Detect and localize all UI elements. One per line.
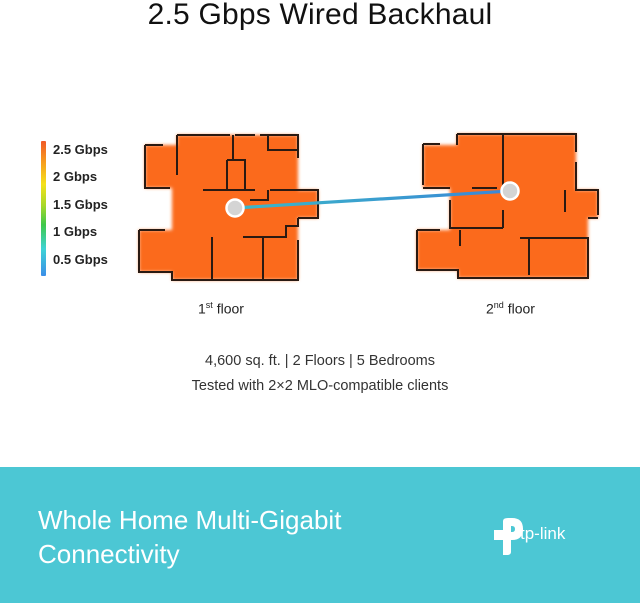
router-node-floor-1 bbox=[225, 198, 245, 218]
floor-text: floor bbox=[216, 300, 244, 317]
floor-number: 1 bbox=[198, 300, 206, 317]
home-specs: 4,600 sq. ft. | 2 Floors | 5 Bedrooms bbox=[205, 353, 435, 369]
floor-label-2: 2nd floor bbox=[486, 300, 535, 317]
floor-ordinal-suffix: st bbox=[205, 300, 213, 310]
floor-number: 2 bbox=[486, 300, 494, 317]
tp-link-logo-icon bbox=[494, 518, 523, 555]
banner-line-1: Whole Home Multi-Gigabit bbox=[38, 505, 342, 535]
router-node-floor-2 bbox=[500, 181, 520, 201]
wired-backhaul-cable bbox=[234, 189, 511, 210]
brand-name: tp-link bbox=[520, 524, 566, 543]
floor-ordinal-suffix: nd bbox=[493, 300, 504, 310]
coverage-heatmap-floor-2 bbox=[417, 134, 598, 278]
floor-plan-2 bbox=[416, 133, 599, 279]
legend-label: 2.5 Gbps bbox=[53, 142, 108, 157]
floor-text: floor bbox=[507, 300, 535, 317]
banner: Whole Home Multi-Gigabit Connectivity bbox=[0, 467, 640, 603]
banner-line-2: Connectivity bbox=[38, 539, 180, 569]
legend-label: 2 Gbps bbox=[53, 169, 98, 184]
walls-floor-2 bbox=[416, 133, 599, 279]
legend-label: 0.5 Gbps bbox=[53, 252, 108, 267]
tp-link-logo: tp-link bbox=[494, 514, 614, 564]
legend-label: 1 Gbps bbox=[53, 224, 98, 239]
banner-tagline: Whole Home Multi-Gigabit Connectivity bbox=[38, 503, 341, 571]
legend-gradient-bar bbox=[41, 141, 46, 276]
floor-label-1: 1st floor bbox=[198, 300, 244, 317]
walls-floor-1 bbox=[138, 134, 319, 281]
page-title: 2.5 Gbps Wired Backhaul bbox=[147, 0, 493, 31]
test-note: Tested with 2×2 MLO-compatible clients bbox=[191, 378, 449, 394]
floor-plans bbox=[138, 133, 599, 281]
legend-label: 1.5 Gbps bbox=[53, 197, 108, 212]
